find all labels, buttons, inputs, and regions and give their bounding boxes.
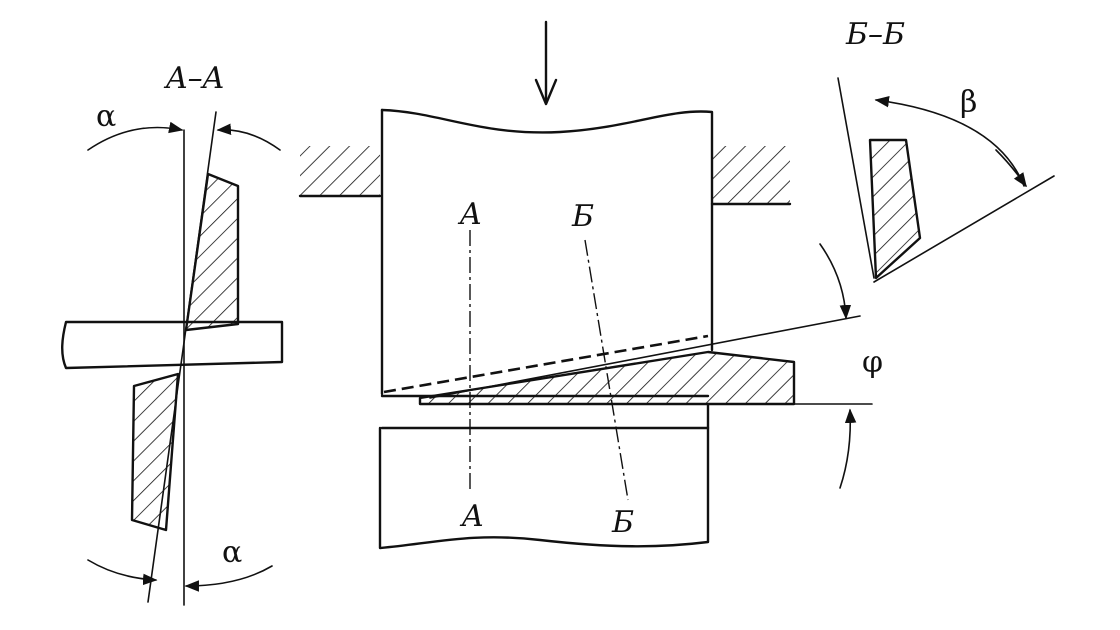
- cut-a-top-label: A: [457, 197, 482, 232]
- blade-face-line: [837, 77, 875, 279]
- alpha-bottom-arrow-right: [184, 565, 273, 592]
- right-support-hatching: [712, 146, 790, 204]
- phi-arrow-bottom: [839, 408, 857, 489]
- cut-b-bottom-label: Б: [611, 505, 634, 540]
- force-arrow-head: [534, 78, 558, 106]
- beta-label: β: [960, 85, 977, 120]
- lower-knife-outline: [378, 402, 710, 550]
- sheet-workpiece-section: [61, 320, 284, 370]
- front-view: A A Б Б φ: [298, 20, 883, 550]
- section-b-b-view: Б–Б β: [837, 17, 1055, 283]
- cut-sheet-wedge: [418, 350, 796, 406]
- beta-arrow-bottom: [995, 149, 1027, 188]
- section-b-b-title: Б–Б: [845, 17, 905, 52]
- cut-a-bottom-label: A: [459, 499, 484, 534]
- upper-knife-outline: [380, 108, 714, 352]
- alpha-bottom-label: α: [222, 535, 242, 570]
- alpha-bottom-arrow-left: [87, 559, 158, 586]
- cut-line-b: [584, 239, 629, 501]
- alpha-top-label: α: [96, 99, 116, 134]
- alpha-top-arrow-right: [216, 123, 281, 151]
- beta-arrow-top: [874, 96, 1025, 187]
- upper-blade-section: [184, 172, 240, 332]
- lower-blade-section: [130, 372, 180, 532]
- left-support-hatching: [300, 146, 380, 196]
- phi-arrow-top: [819, 243, 852, 320]
- blade-back-line: [873, 175, 1055, 283]
- alpha-top-arrow-left: [87, 121, 184, 151]
- cut-b-top-label: Б: [571, 199, 594, 234]
- section-a-a-title: A–A: [163, 61, 224, 96]
- phi-label: φ: [862, 345, 883, 380]
- blade-section-b-b: [868, 138, 922, 280]
- upper-knife-hidden-edge: [383, 334, 709, 394]
- section-a-a-view: A–A α α: [61, 61, 284, 606]
